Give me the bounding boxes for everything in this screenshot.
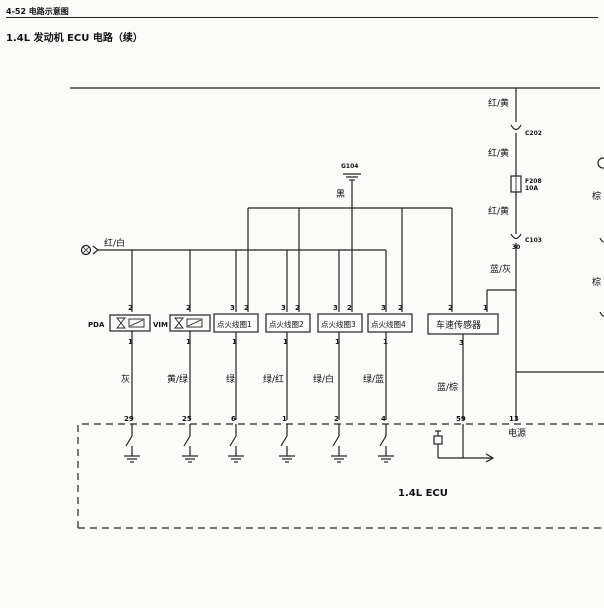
pda-pin-2: 2 bbox=[128, 304, 133, 312]
connector-c103-label: C103 bbox=[525, 237, 542, 244]
wire-label-green-red: 绿/红 bbox=[263, 373, 284, 385]
coil1-pin-1: 1 bbox=[232, 338, 237, 346]
pda-pin-1: 1 bbox=[128, 338, 133, 346]
speed-signal-arrow bbox=[485, 453, 495, 463]
connector-c202-label: C202 bbox=[525, 130, 542, 137]
speed-sensor-pin-2: 2 bbox=[448, 304, 453, 312]
fuse-rating-label: 10A bbox=[525, 185, 538, 192]
ecu-boundary bbox=[77, 423, 604, 528]
wire-label-red-yellow: 红/黄 bbox=[488, 205, 509, 217]
coil1-label: 点火线圈1 bbox=[217, 319, 252, 329]
ecu-switch-ground-5 bbox=[332, 435, 340, 447]
pda-solenoid-coil bbox=[128, 318, 145, 328]
wire-label-black: 黑 bbox=[336, 189, 345, 200]
page-header: 4-52 电路示意图 bbox=[6, 6, 598, 18]
coil2-pin-3: 3 bbox=[281, 304, 286, 312]
connector-c103-symbol bbox=[510, 233, 522, 240]
continuation-connector bbox=[599, 311, 604, 317]
coil4-pin-2: 2 bbox=[398, 304, 403, 312]
pda-label: PDA bbox=[88, 321, 105, 329]
wire-label-red-yellow: 红/黄 bbox=[488, 147, 509, 159]
vim-pin-1: 1 bbox=[186, 338, 191, 346]
ecu-switch-ground-4 bbox=[280, 435, 288, 447]
coil4-pin-3: 3 bbox=[381, 304, 386, 312]
ecu-name: 1.4L ECU bbox=[398, 488, 448, 499]
ignition-supply-connector bbox=[80, 244, 92, 256]
ecu-pin-59: 59 bbox=[456, 415, 466, 423]
wire-label-red-white: 红/白 bbox=[104, 237, 125, 249]
wire-label-yellow-green: 黄/绿 bbox=[167, 373, 188, 385]
vim-solenoid-coil bbox=[186, 318, 203, 328]
ecu-pin-13: 13 bbox=[509, 415, 519, 423]
page-title: 1.4L 发动机 ECU 电路（续） bbox=[6, 33, 143, 44]
continuation-connector bbox=[597, 157, 604, 169]
coil1-pin-3: 3 bbox=[230, 304, 235, 312]
coil3-pin-2: 2 bbox=[347, 304, 352, 312]
ecu-switch-ground-2 bbox=[183, 435, 191, 447]
ecu-pin-1: 1 bbox=[282, 415, 287, 423]
vim-label: VIM bbox=[153, 321, 168, 329]
coil1-pin-2: 2 bbox=[244, 304, 249, 312]
ignition-supply-connector bbox=[82, 246, 90, 254]
ground-g104-label: G104 bbox=[341, 163, 358, 170]
wire-label-brown: 棕 bbox=[592, 190, 601, 202]
vim-solenoid-symbol bbox=[174, 317, 184, 329]
ecu-switch-ground-3 bbox=[229, 435, 237, 447]
coil3-label: 点火线圈3 bbox=[321, 319, 356, 329]
continuation-connector bbox=[599, 237, 604, 243]
pda-solenoid-coil bbox=[129, 319, 144, 327]
ecu-driver-switches bbox=[124, 424, 394, 463]
coil3-pin-3: 3 bbox=[333, 304, 338, 312]
speed-sensor-pin-1: 1 bbox=[483, 304, 488, 312]
pda-solenoid-symbol bbox=[116, 317, 126, 329]
wire-label-blue-gray: 蓝/灰 bbox=[490, 263, 511, 275]
ignition-coil-3 bbox=[317, 313, 363, 333]
supply-arrow bbox=[92, 245, 99, 255]
wire-label-green-white: 绿/白 bbox=[313, 373, 334, 385]
speed-sensor-pin-3: 3 bbox=[459, 339, 464, 347]
wire-label-gray: 灰 bbox=[121, 373, 130, 385]
ecu-pin-6: 6 bbox=[231, 415, 236, 423]
coil3-pin-1: 1 bbox=[335, 338, 340, 346]
pda-solenoid bbox=[109, 314, 151, 332]
ecu-switch-ground-6 bbox=[379, 435, 387, 447]
coil4-label: 点火线圈4 bbox=[371, 319, 406, 329]
fuse-id-label: F208 bbox=[525, 178, 542, 185]
vim-solenoid-coil bbox=[187, 319, 202, 327]
vim-solenoid bbox=[169, 314, 211, 332]
ecu-switch-ground-1 bbox=[125, 435, 133, 447]
pull-up-resistor bbox=[433, 435, 443, 445]
coil2-pin-1: 1 bbox=[283, 338, 288, 346]
wire-label-green: 绿 bbox=[226, 373, 235, 385]
ecu-pin-25: 25 bbox=[182, 415, 192, 423]
ecu-pin-29: 29 bbox=[124, 415, 134, 423]
speed-sensor-label: 车速传感器 bbox=[436, 319, 481, 331]
ignition-coil-2 bbox=[265, 313, 311, 333]
coil2-pin-2: 2 bbox=[295, 304, 300, 312]
ignition-coil-4 bbox=[367, 313, 413, 333]
page-reference: 4-52 电路示意图 bbox=[6, 7, 69, 16]
vim-pin-2: 2 bbox=[186, 304, 191, 312]
wire-label-blue-brown: 蓝/棕 bbox=[437, 381, 458, 393]
coil2-label: 点火线圈2 bbox=[269, 319, 304, 329]
wire-label-brown: 棕 bbox=[592, 276, 601, 288]
wire-label-green-blue: 绿/蓝 bbox=[363, 373, 384, 385]
ecu-power-label: 电源 bbox=[508, 427, 526, 439]
connector-c202-symbol bbox=[510, 124, 522, 131]
wire-label-red-yellow: 红/黄 bbox=[488, 97, 509, 109]
ecu-pin-2: 2 bbox=[334, 415, 339, 423]
ecu-pin-4: 4 bbox=[381, 415, 386, 423]
